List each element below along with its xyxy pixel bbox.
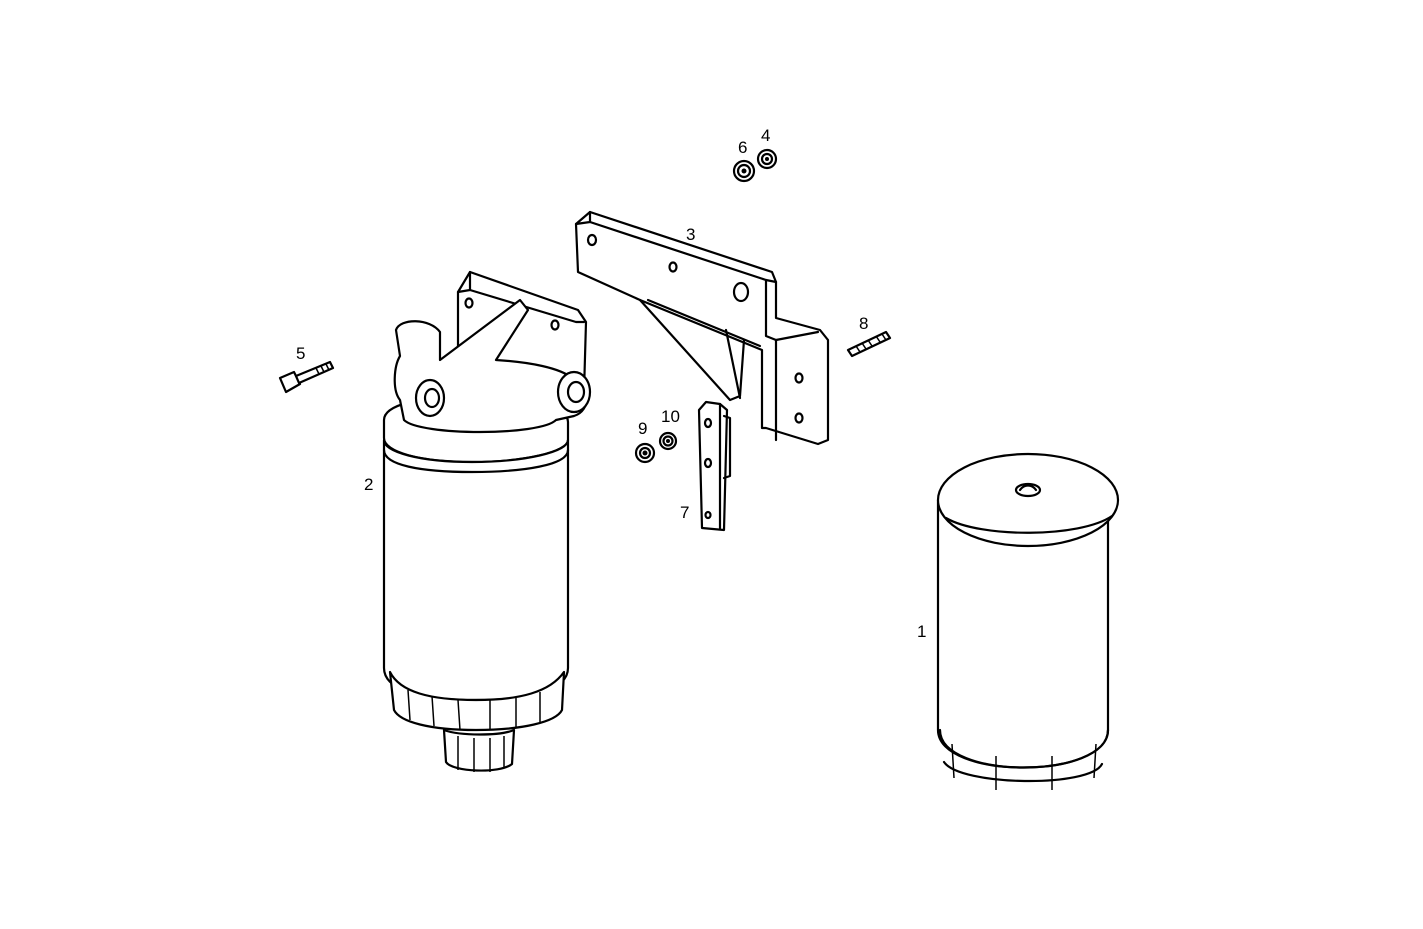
label-part-7: 7 [680,503,689,522]
part-3-mounting-bracket [574,210,830,446]
part-2-filter-assembly [382,270,592,772]
label-part-5: 5 [296,344,305,363]
part-5-bolt [278,360,335,394]
label-part-9: 9 [638,419,647,438]
part-8-stud [846,330,892,358]
label-part-3: 3 [686,225,695,244]
part-7-strap [697,400,732,532]
part-6-nut [732,159,756,183]
label-part-1: 1 [917,622,926,641]
label-part-4: 4 [761,126,770,145]
part-10-washer [658,431,678,451]
part-1-filter-cartridge [936,452,1120,790]
label-part-10: 10 [661,407,680,426]
label-part-2: 2 [364,475,373,494]
label-part-6: 6 [738,138,747,157]
part-9-nut [634,442,656,464]
label-part-8: 8 [859,314,868,333]
part-4-washer [756,148,778,170]
